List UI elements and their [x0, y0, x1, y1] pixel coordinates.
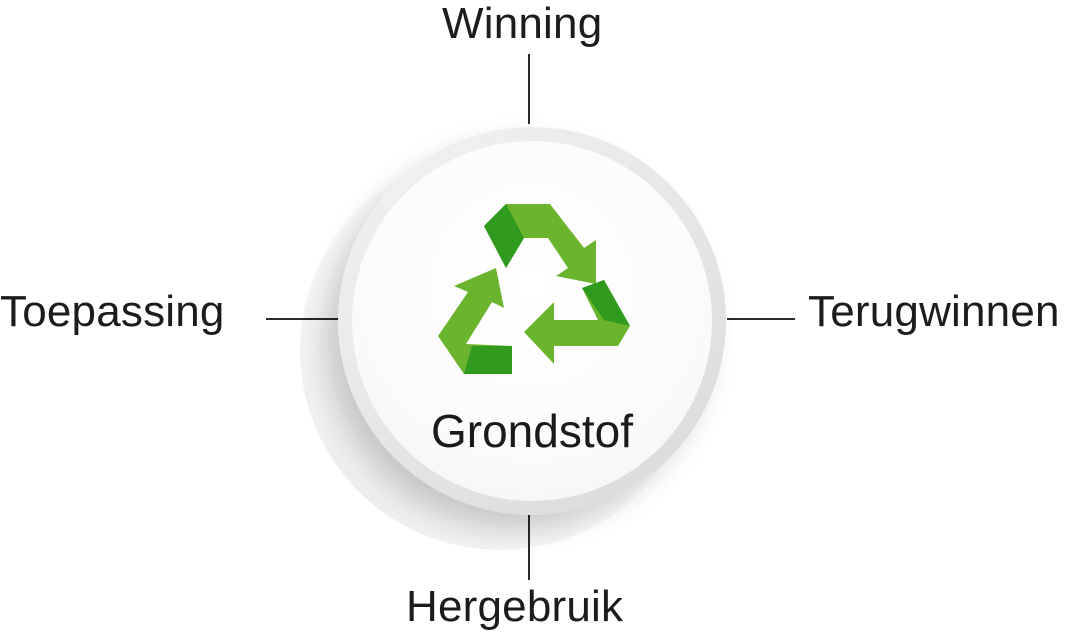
recycle-arrow-right-shade	[582, 280, 630, 326]
node-label-top: Winning	[442, 0, 603, 48]
node-label-right: Terugwinnen	[808, 287, 1060, 336]
node-label-bottom: Hergebruik	[406, 582, 624, 631]
recycle-arrow-top-shade	[484, 204, 524, 268]
recycle-icon	[438, 204, 630, 374]
connector-line-top	[528, 54, 530, 124]
connector-line-right	[727, 318, 795, 320]
connector-line-left	[266, 318, 338, 320]
connector-line-bottom	[528, 514, 530, 580]
hub-title: Grondstof	[431, 405, 633, 457]
node-label-left: Toepassing	[0, 287, 225, 336]
recycle-arrow-left-shade	[464, 346, 512, 374]
hub-circle	[352, 141, 712, 501]
